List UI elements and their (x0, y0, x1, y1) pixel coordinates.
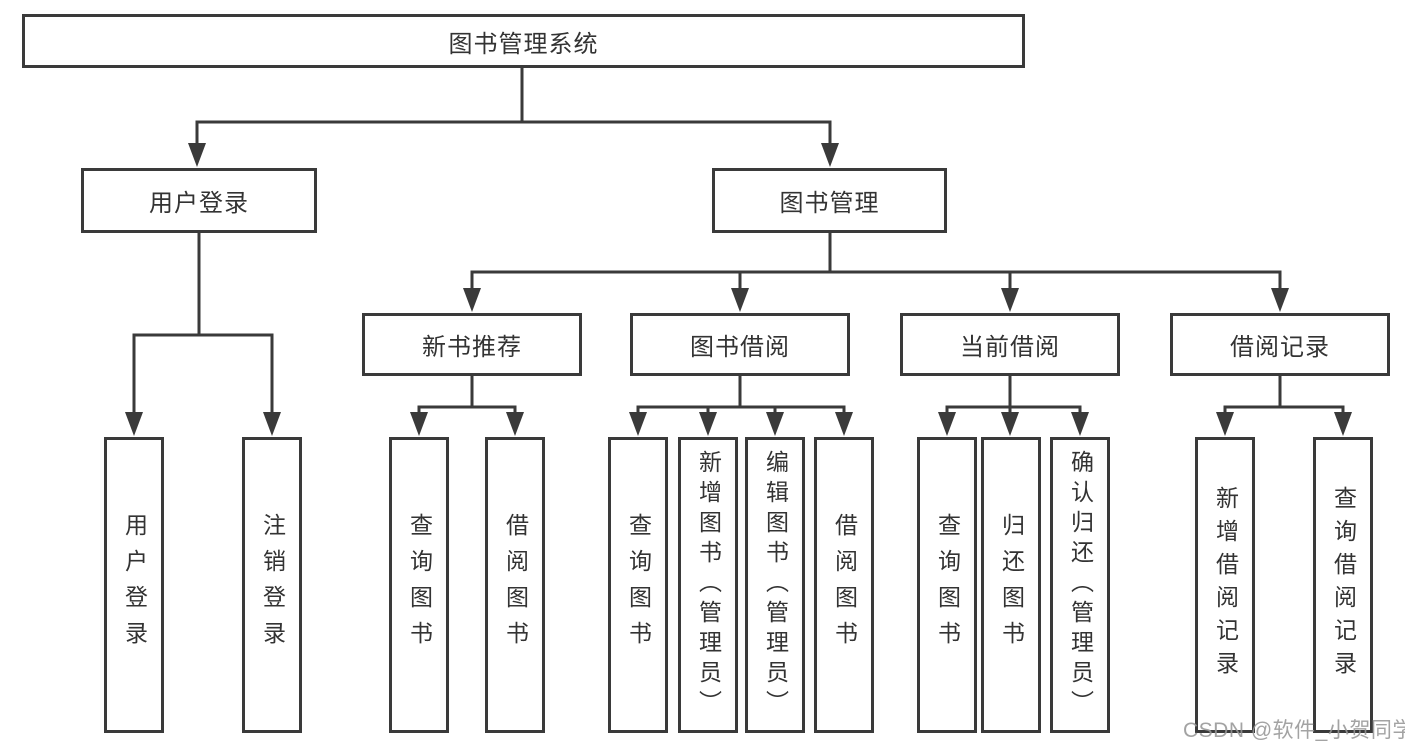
node-add-record-leaf: 新增借阅记录 (1195, 437, 1255, 733)
node-edit-book-admin-leaf: 编辑图书（管理员） (745, 437, 805, 733)
node-new-book-recommend-label: 新书推荐 (422, 334, 522, 361)
node-borrow-query-leaf-label: 查询图书 (625, 513, 652, 657)
node-borrow-book-leaf: 借阅图书 (814, 437, 874, 733)
node-borrow-query-leaf: 查询图书 (608, 437, 668, 733)
node-user-login-label: 用户登录 (149, 190, 249, 217)
csdn-watermark: CSDN @软件_小贺同学 (1183, 719, 1405, 742)
node-confirm-return-admin-leaf: 确认归还（管理员） (1050, 437, 1110, 733)
node-current-borrow-label: 当前借阅 (960, 334, 1060, 361)
node-book-management-label: 图书管理 (779, 190, 880, 217)
node-query-record-leaf-label: 查询借阅记录 (1330, 486, 1357, 684)
node-current-borrow: 当前借阅 (900, 313, 1120, 376)
node-add-book-admin-leaf-label: 新增图书（管理员） (695, 450, 722, 720)
node-add-book-admin-leaf: 新增图书（管理员） (678, 437, 738, 733)
node-newbook-query-leaf-label: 查询图书 (406, 513, 433, 657)
node-current-query-leaf: 查询图书 (917, 437, 977, 733)
node-return-book-leaf: 归还图书 (981, 437, 1041, 733)
node-newbook-query-leaf: 查询图书 (389, 437, 449, 733)
node-book-borrow-label: 图书借阅 (690, 334, 790, 361)
node-root-system: 图书管理系统 (22, 14, 1025, 68)
node-newbook-borrow-leaf-label: 借阅图书 (502, 513, 529, 657)
node-new-book-recommend: 新书推荐 (362, 313, 582, 376)
node-borrow-record: 借阅记录 (1170, 313, 1390, 376)
node-newbook-borrow-leaf: 借阅图书 (485, 437, 545, 733)
node-borrow-record-label: 借阅记录 (1230, 334, 1330, 361)
node-query-record-leaf: 查询借阅记录 (1313, 437, 1373, 733)
node-root-label: 图书管理系统 (448, 30, 599, 58)
node-add-record-leaf-label: 新增借阅记录 (1212, 486, 1239, 684)
node-current-query-leaf-label: 查询图书 (934, 513, 961, 657)
node-user-login-leaf: 用户登录 (104, 437, 164, 733)
node-return-book-leaf-label: 归还图书 (998, 513, 1025, 657)
node-book-borrow: 图书借阅 (630, 313, 850, 376)
node-logout-leaf-label: 注销登录 (259, 513, 286, 657)
node-user-login-leaf-label: 用户登录 (121, 513, 148, 657)
node-edit-book-admin-leaf-label: 编辑图书（管理员） (762, 450, 789, 720)
node-borrow-book-leaf-label: 借阅图书 (831, 513, 858, 657)
node-book-management: 图书管理 (712, 168, 947, 233)
node-logout-leaf: 注销登录 (242, 437, 302, 733)
node-confirm-return-admin-leaf-label: 确认归还（管理员） (1067, 450, 1094, 720)
node-user-login: 用户登录 (81, 168, 317, 233)
